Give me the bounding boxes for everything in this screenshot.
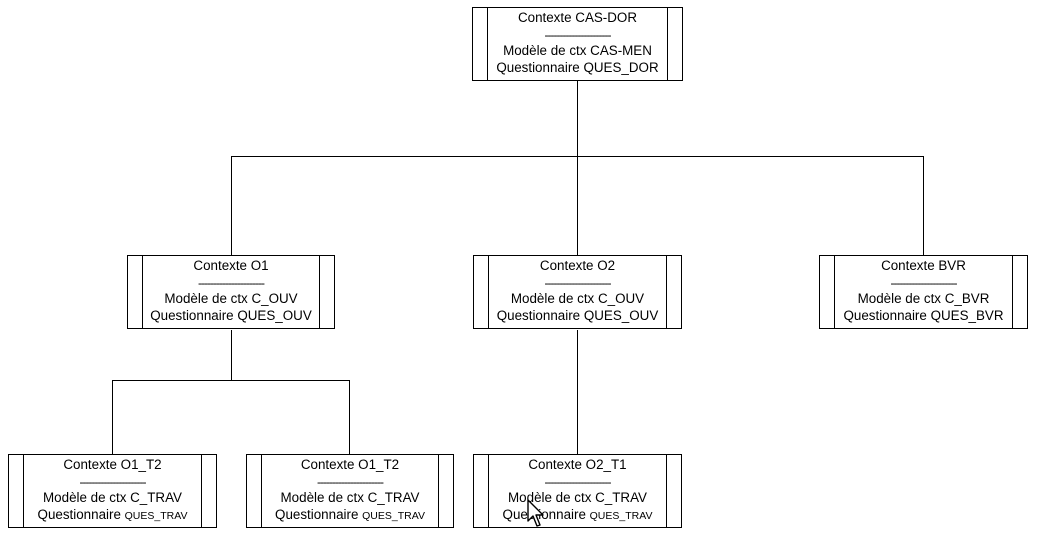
node-contexte-o2[interactable]: Contexte O2 ---------------------- Modèl… — [473, 255, 682, 329]
connector-to-o1-t2-a — [112, 380, 113, 455]
node-contexte-o1-t2-b[interactable]: Contexte O1_T2 ---------------------- Mo… — [246, 454, 454, 528]
node-title: Contexte O1_T2 — [300, 457, 400, 472]
connector-o2-to-o2-t1 — [577, 330, 578, 455]
node-title: Contexte BVR — [881, 258, 966, 273]
node-contexte-o2-t1[interactable]: Contexte O2_T1 ---------------------- Mo… — [473, 454, 682, 528]
node-questionnaire: Questionnaire QUES_OUV — [496, 307, 659, 323]
node-title: Contexte O1_T2 — [63, 457, 162, 472]
node-contexte-cas-dor[interactable]: Contexte CAS-DOR ---------------------- … — [472, 7, 683, 81]
node-contexte-bvr[interactable]: Contexte BVR ---------------------- Modè… — [819, 255, 1028, 329]
node-questionnaire: Questionnaire QUES_OUV — [150, 307, 312, 323]
node-separator: ---------------------- — [890, 275, 958, 290]
node-separator: ---------------------- — [317, 474, 384, 489]
node-contexte-o1[interactable]: Contexte O1 ---------------------- Modèl… — [127, 255, 335, 329]
connector-o1-down — [231, 330, 232, 381]
node-model: Modèle de ctx C_TRAV — [508, 490, 647, 505]
connector-o1-bar — [112, 380, 350, 381]
node-model: Modèle de ctx C_OUV — [164, 291, 298, 306]
node-title: Contexte O1 — [193, 258, 269, 273]
connector-to-o1 — [231, 156, 232, 256]
node-frame — [487, 7, 668, 81]
connector-to-o1-t2-b — [349, 380, 350, 455]
node-questionnaire: Questionnaire QUES_TRAV — [275, 506, 425, 522]
node-frame — [488, 255, 667, 329]
node-frame — [142, 255, 320, 329]
node-model: Modèle de ctx C_OUV — [510, 291, 645, 306]
node-title: Contexte CAS-DOR — [517, 10, 638, 25]
node-model: Modèle de ctx CAS-MEN — [503, 43, 652, 58]
node-model: Modèle de ctx C_TRAV — [280, 490, 420, 505]
node-model: Modèle de ctx C_TRAV — [43, 490, 182, 505]
node-separator: ---------------------- — [544, 474, 612, 489]
connector-root-down — [577, 81, 578, 156]
node-frame — [488, 454, 667, 528]
node-model: Modèle de ctx C_BVR — [857, 291, 990, 306]
node-separator: ---------------------- — [198, 275, 265, 290]
node-separator: ---------------------- — [79, 474, 147, 489]
node-frame — [23, 454, 202, 528]
node-contexte-o1-t2-a[interactable]: Contexte O1_T2 ---------------------- Mo… — [8, 454, 217, 528]
node-separator: ---------------------- — [544, 275, 612, 290]
node-separator: ---------------------- — [544, 27, 612, 42]
node-frame — [834, 255, 1013, 329]
mouse-pointer-icon — [527, 499, 544, 527]
connector-to-o2 — [577, 156, 578, 256]
node-title: Contexte O2_T1 — [528, 457, 627, 472]
node-title: Contexte O2 — [539, 258, 616, 273]
node-questionnaire: Questionnaire QUES_TRAV — [37, 506, 188, 522]
node-frame — [261, 454, 439, 528]
connector-to-bvr — [923, 156, 924, 256]
node-questionnaire: Questionnaire QUES_BVR — [843, 307, 1004, 323]
node-questionnaire: Questionnaire QUES_TRAV — [502, 506, 653, 522]
node-questionnaire: Questionnaire QUES_DOR — [496, 59, 659, 75]
